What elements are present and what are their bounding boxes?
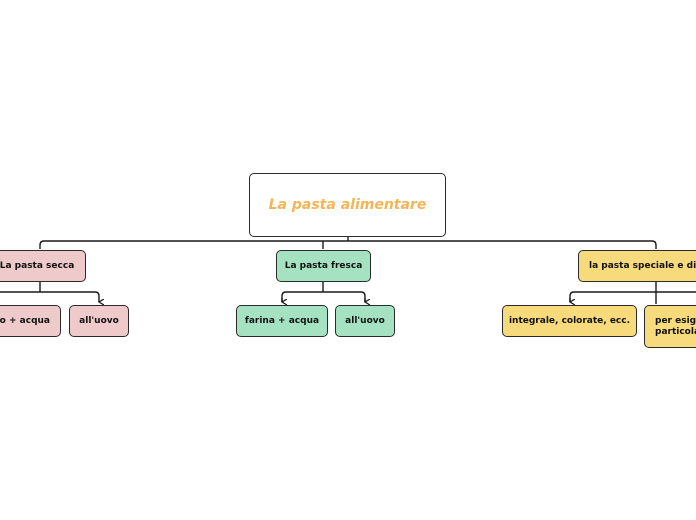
connector-secca-bar xyxy=(0,291,99,302)
node-label: all'uovo xyxy=(345,315,385,326)
node-label: farina + acqua xyxy=(244,315,320,326)
node-esigenze-particolari[interactable]: per esigenze particolari (celiaci) xyxy=(644,305,696,348)
node-pasta-fresca[interactable]: La pasta fresca xyxy=(276,250,371,282)
node-label: integrale, colorate, ecc. xyxy=(508,315,631,326)
node-label: per esigenze particolari (celiaci) xyxy=(655,315,696,337)
node-integrale-colorate[interactable]: integrale, colorate, ecc. xyxy=(502,305,637,337)
node-secca-all-uovo[interactable]: all'uovo xyxy=(69,305,129,337)
node-pasta-speciale[interactable]: la pasta speciale e dietetica xyxy=(578,250,696,282)
node-label: La pasta fresca xyxy=(284,260,363,271)
node-pasta-secca[interactable]: La pasta secca xyxy=(0,250,86,282)
connector-speciale-bar xyxy=(569,291,696,302)
node-label: all'uovo xyxy=(79,315,119,326)
node-label: la pasta speciale e dietetica xyxy=(589,260,696,271)
node-grano-duro-acqua[interactable]: grano duro + acqua xyxy=(0,305,61,337)
node-fresca-all-uovo[interactable]: all'uovo xyxy=(335,305,395,337)
node-label: grano duro + acqua xyxy=(0,315,50,326)
connector-fresca-bar xyxy=(281,291,366,302)
root-label: La pasta alimentare xyxy=(268,196,427,213)
connector-root-bar xyxy=(39,240,657,249)
node-label: La pasta secca xyxy=(0,260,75,271)
node-farina-acqua[interactable]: farina + acqua xyxy=(236,305,328,337)
root-node[interactable]: La pasta alimentare xyxy=(249,173,446,237)
